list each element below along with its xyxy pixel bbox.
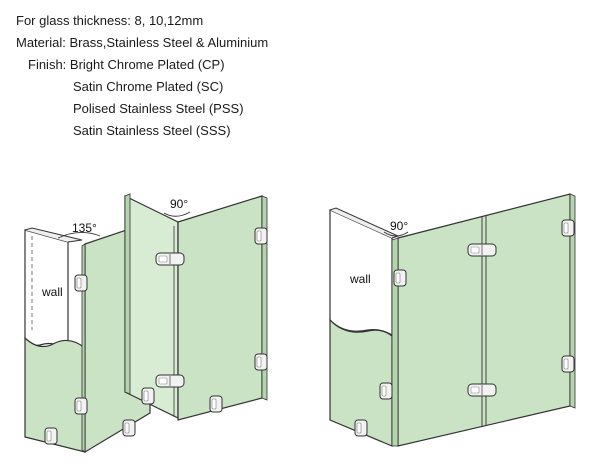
right-angle-90-label: 90° xyxy=(390,219,408,233)
material-label: Material: xyxy=(16,35,66,50)
material-value: Brass,Stainless Steel & Aluminium xyxy=(69,35,269,50)
hinge-icon xyxy=(393,269,407,287)
hinge-icon xyxy=(155,374,185,388)
hinge-icon xyxy=(74,397,88,415)
left-angle-135-label: 135° xyxy=(72,221,97,235)
specifications: For glass thickness: 8, 10,12mm Material… xyxy=(0,0,600,150)
hinge-icon xyxy=(379,382,393,400)
right-diagram: wall 90° xyxy=(329,193,576,447)
hinge-icon xyxy=(467,383,497,397)
hinge-icon xyxy=(122,419,136,437)
finish-option-pss: Polised Stainless Steel (PSS) xyxy=(73,101,244,116)
finish-option-sss: Satin Stainless Steel (SSS) xyxy=(73,123,231,138)
left-diagram: wall 135° 90° xyxy=(24,193,268,454)
finish-line: Finish: Bright Chrome Plated (CP) xyxy=(28,57,225,72)
material-line: Material: Brass,Stainless Steel & Alumin… xyxy=(16,35,268,50)
hinge-icon xyxy=(74,274,88,292)
hinge-icon xyxy=(44,427,58,445)
right-wall-label: wall xyxy=(349,272,371,286)
hinge-icon xyxy=(141,387,155,405)
left-wall-label: wall xyxy=(41,285,63,299)
thickness-value: 8, 10,12mm xyxy=(134,13,204,28)
hinge-icon xyxy=(561,355,575,373)
hinge-icon xyxy=(254,353,268,371)
left-angle-90-label: 90° xyxy=(170,197,188,211)
finish-label: Finish: xyxy=(28,57,67,72)
hinge-icon xyxy=(354,419,368,437)
hinge-icon xyxy=(561,219,575,237)
thickness-label: For glass thickness: xyxy=(16,13,131,28)
hinge-icon xyxy=(209,395,223,413)
hinge-icon xyxy=(254,227,268,245)
thickness-line: For glass thickness: 8, 10,12mm xyxy=(16,13,203,28)
hinge-icon xyxy=(155,252,185,266)
left-glass-panel-2 xyxy=(177,195,263,421)
finish-option-sc: Satin Chrome Plated (SC) xyxy=(73,79,224,94)
hinge-icon xyxy=(467,243,497,257)
finish-option-cp: Bright Chrome Plated (CP) xyxy=(69,57,225,72)
right-glass-panel xyxy=(397,193,571,447)
